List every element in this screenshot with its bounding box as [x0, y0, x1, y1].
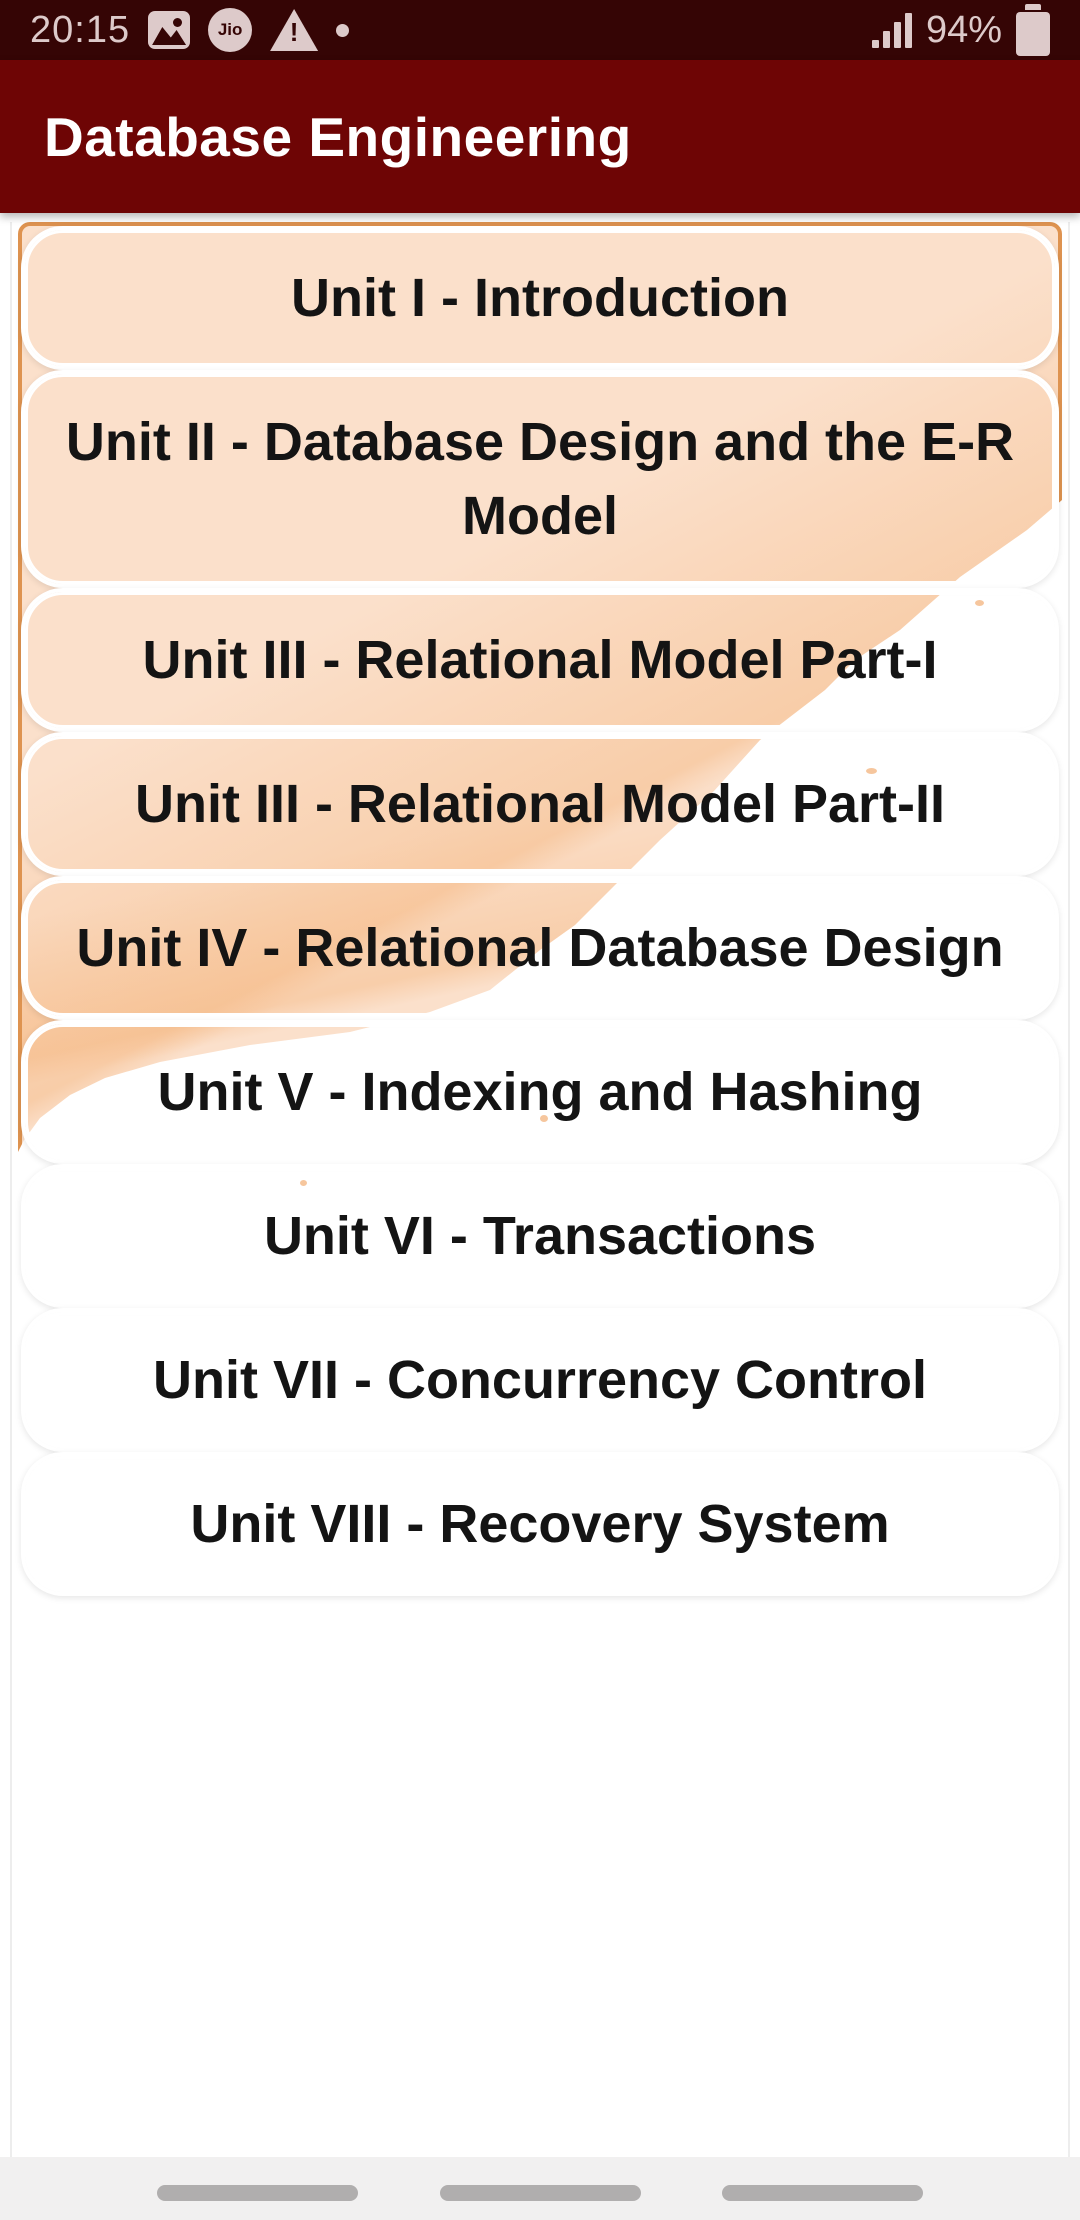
app-bar: Database Engineering: [0, 60, 1080, 213]
unit-button-4[interactable]: Unit III - Relational Model Part-II: [25, 736, 1055, 872]
unit-button-7[interactable]: Unit VI - Transactions: [25, 1168, 1055, 1304]
battery-icon: [1016, 4, 1050, 56]
warning-icon: !: [270, 9, 319, 51]
unit-button-5[interactable]: Unit IV - Relational Database Design: [25, 880, 1055, 1016]
gallery-icon: [148, 11, 191, 49]
battery-percent: 94%: [925, 8, 1002, 51]
gesture-pill-home[interactable]: [439, 2185, 641, 2201]
clock: 20:15: [30, 8, 131, 51]
unit-button-label: Unit III - Relational Model Part-I: [142, 630, 938, 690]
brush-speck: [975, 600, 984, 606]
gesture-pill-back[interactable]: [722, 2185, 923, 2201]
unit-button-label: Unit VIII - Recovery System: [190, 1494, 890, 1554]
unit-button-label: Unit I - Introduction: [291, 268, 789, 328]
unit-button-6[interactable]: Unit V - Indexing and Hashing: [25, 1024, 1055, 1160]
status-bar: 20:15 Jio ! 94%: [0, 0, 1080, 60]
signal-strength-icon: [871, 12, 912, 48]
gesture-pill-recents[interactable]: [157, 2185, 358, 2201]
unit-list: Unit I - Introduction Unit II - Database…: [25, 230, 1055, 1592]
unit-button-label: Unit VI - Transactions: [263, 1206, 817, 1266]
brush-speck: [300, 1180, 307, 1186]
unit-button-2[interactable]: Unit II - Database Design and the E-R Mo…: [25, 374, 1055, 584]
brush-speck: [866, 768, 877, 774]
page-title: Database Engineering: [44, 105, 632, 168]
brush-speck: [540, 1115, 548, 1122]
unit-button-label: Unit II - Database Design and the E-R Mo…: [65, 412, 1015, 546]
unit-button-label: Unit IV - Relational Database Design: [76, 918, 1004, 978]
unit-button-3[interactable]: Unit III - Relational Model Part-I: [25, 592, 1055, 728]
notification-dot-icon: [336, 23, 350, 37]
jio-icon: Jio: [208, 8, 253, 52]
unit-button-9[interactable]: Unit VIII - Recovery System: [25, 1456, 1055, 1592]
unit-button-1[interactable]: Unit I - Introduction: [25, 230, 1055, 366]
unit-button-8[interactable]: Unit VII - Concurrency Control: [25, 1312, 1055, 1448]
unit-button-label: Unit VII - Concurrency Control: [152, 1350, 928, 1410]
unit-button-label: Unit III - Relational Model Part-II: [134, 774, 946, 834]
gesture-nav-bar: [0, 2157, 1080, 2220]
unit-list-frame: Unit I - Introduction Unit II - Database…: [18, 222, 1062, 1602]
unit-button-label: Unit V - Indexing and Hashing: [157, 1062, 923, 1122]
content-area: Unit I - Introduction Unit II - Database…: [10, 222, 1070, 2157]
